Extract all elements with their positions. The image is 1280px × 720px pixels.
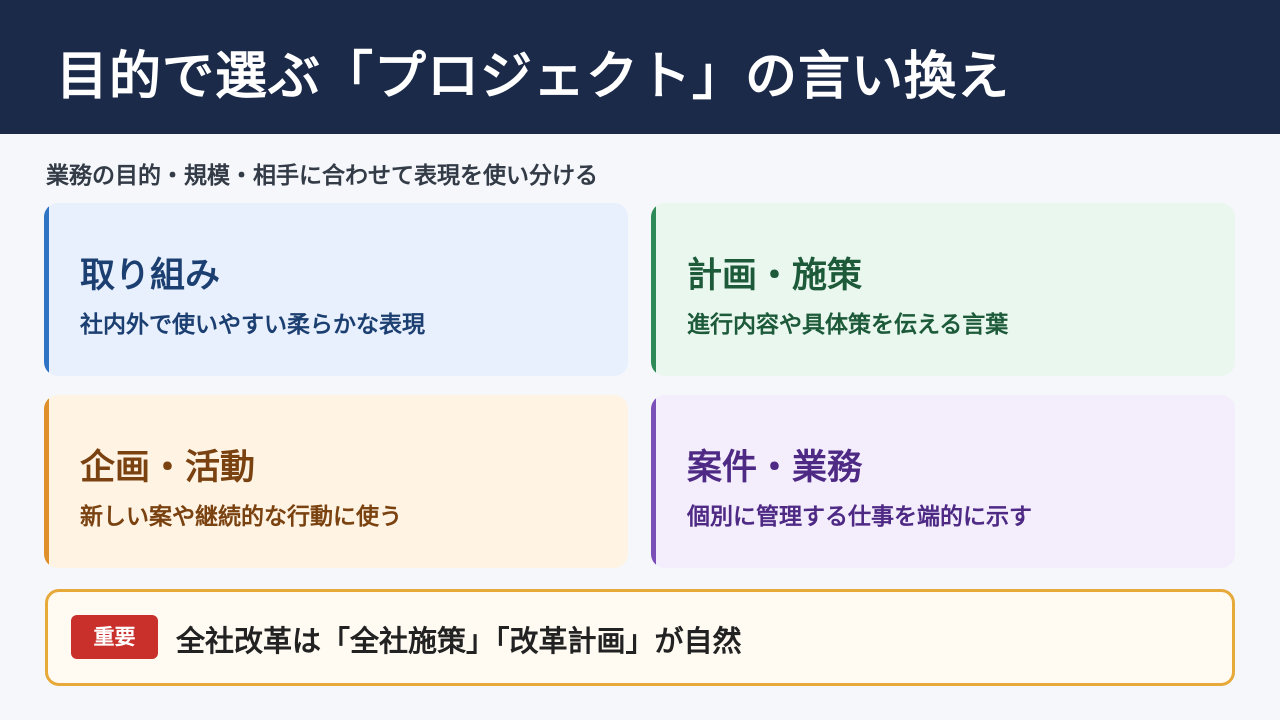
important-note: 重要 全社改革は「全社施策」「改革計画」が自然 — [45, 589, 1235, 686]
card-description: 進行内容や具体策を伝える言葉 — [687, 312, 1009, 338]
card-description: 社内外で使いやすい柔らかな表現 — [80, 312, 425, 338]
card-accent-bar — [651, 203, 656, 376]
title-banner: 目的で選ぶ「プロジェクト」の言い換え — [0, 0, 1280, 134]
important-badge: 重要 — [71, 615, 158, 659]
card-torikumi: 取り組み 社内外で使いやすい柔らかな表現 — [44, 203, 628, 376]
card-kikaku: 企画・活動 新しい案や継続的な行動に使う — [44, 395, 628, 568]
card-anken: 案件・業務 個別に管理する仕事を端的に示す — [651, 395, 1235, 568]
card-title: 案件・業務 — [687, 448, 863, 488]
card-description: 個別に管理する仕事を端的に示す — [687, 504, 1032, 530]
page-subtitle: 業務の目的・規模・相手に合わせて表現を使い分ける — [46, 163, 598, 189]
card-keikaku: 計画・施策 進行内容や具体策を伝える言葉 — [651, 203, 1235, 376]
card-accent-bar — [44, 395, 49, 568]
card-accent-bar — [651, 395, 656, 568]
page-title: 目的で選ぶ「プロジェクト」の言い換え — [56, 47, 1011, 107]
card-title: 企画・活動 — [80, 448, 256, 488]
card-title: 計画・施策 — [687, 256, 863, 296]
card-description: 新しい案や継続的な行動に使う — [80, 504, 402, 530]
important-note-text: 全社改革は「全社施策」「改革計画」が自然 — [176, 624, 742, 658]
card-accent-bar — [44, 203, 49, 376]
card-title: 取り組み — [80, 256, 221, 296]
